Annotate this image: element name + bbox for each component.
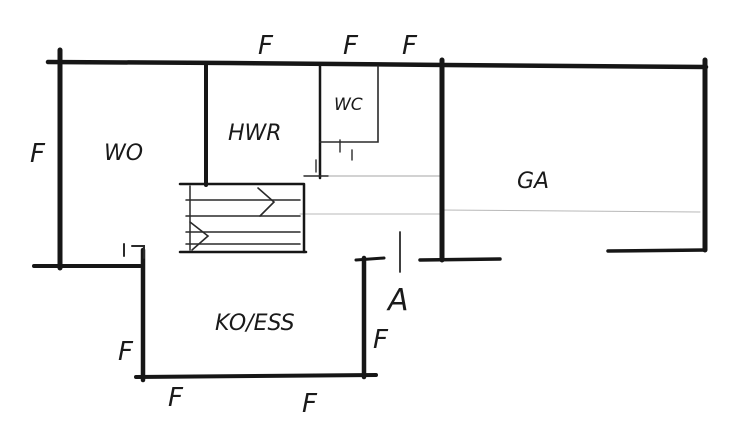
walls bbox=[32, 47, 709, 383]
wall-stubs bbox=[123, 243, 145, 259]
entrance-label: A bbox=[386, 283, 409, 318]
staircase bbox=[178, 139, 353, 254]
window-mark-left: F bbox=[30, 139, 46, 169]
room-label-hwr: HWR bbox=[228, 121, 282, 146]
room-label-ga: GA bbox=[517, 169, 549, 194]
window-mark-bottom-1: F bbox=[168, 383, 184, 413]
window-mark-top-1: F bbox=[258, 31, 274, 61]
window-mark-top-2: F bbox=[343, 31, 359, 61]
window-mark-kitchen-left: F bbox=[118, 337, 134, 367]
room-label-wc: WC bbox=[334, 95, 363, 115]
window-mark-kitchen-right: F bbox=[373, 325, 389, 355]
window-mark-top-3: F bbox=[402, 31, 418, 61]
room-label-ko-ess: KO/ESS bbox=[215, 311, 295, 336]
room-label-wo: WO bbox=[104, 141, 143, 166]
window-mark-bottom-2: F bbox=[302, 389, 318, 419]
